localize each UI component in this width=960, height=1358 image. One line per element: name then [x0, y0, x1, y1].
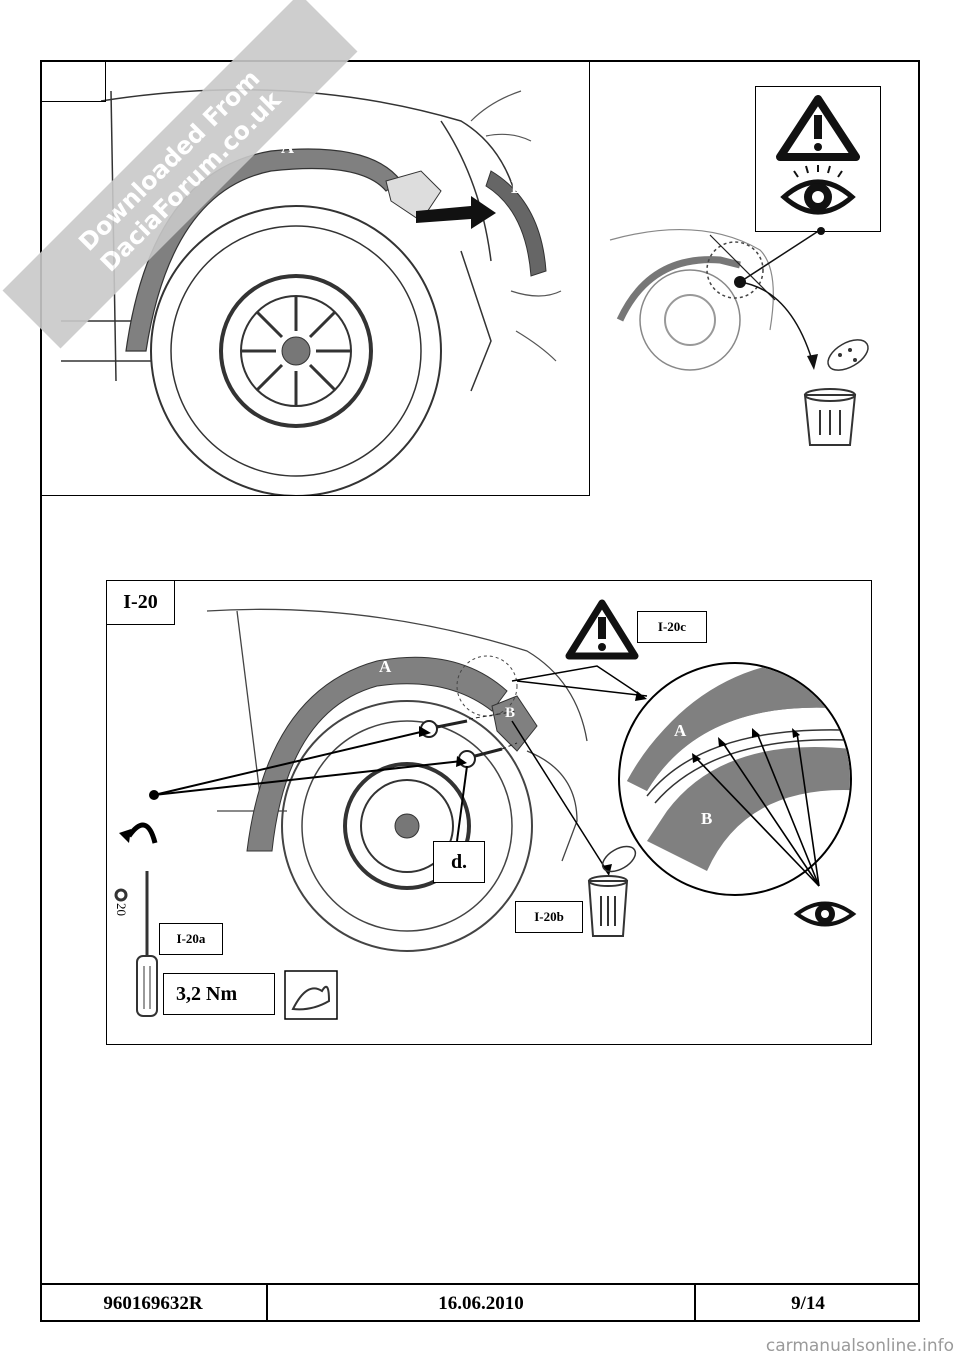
callout-i20c: I-20c: [637, 611, 707, 643]
callout-i20b: I-20b: [515, 901, 583, 933]
eye-icon: [793, 901, 857, 927]
discarded-clip-icon: [601, 845, 637, 873]
torque-value: 3,2 Nm: [163, 973, 275, 1015]
i20-drawing: [114, 599, 857, 1020]
eye-icon: [780, 165, 856, 215]
step-label: d.: [433, 841, 485, 883]
warning-icon: [776, 95, 860, 161]
detail-view: [618, 662, 852, 896]
document-reference: 960169632R: [40, 1285, 268, 1322]
part-a-label: A: [281, 137, 294, 157]
warning-box: [755, 86, 881, 232]
torx-icon: [114, 888, 128, 902]
detail-b-label: B: [701, 809, 713, 828]
figure-i20: I-20 I-20c I-20b I-20a d. 3,2 Nm 20 A B …: [106, 580, 872, 1045]
document-date: 16.06.2010: [268, 1285, 696, 1322]
strength-icon: [284, 970, 338, 1020]
part-b-label: B: [505, 705, 516, 721]
rotation-arrow-icon: [119, 822, 158, 844]
screwdriver-icon: [136, 871, 158, 1017]
torx-size: 20: [114, 903, 129, 916]
top-figure-tab: [40, 60, 106, 102]
overview-drawing: [609, 227, 869, 446]
trash-bin-icon: [587, 875, 629, 937]
part-b-label: B: [511, 177, 524, 197]
figure-title: I-20: [107, 581, 175, 625]
page-number: 9/14: [791, 1292, 825, 1314]
warning-icon: [565, 599, 639, 660]
page-footer: 960169632R 16.06.2010 9/14: [40, 1283, 920, 1322]
page-frame: [40, 60, 920, 1322]
callout-i20a: I-20a: [159, 923, 223, 955]
trash-bin-icon: [803, 388, 857, 446]
part-a-label: A: [379, 657, 392, 676]
discarded-clip-icon: [827, 339, 869, 371]
site-watermark: carmanualsonline.info: [765, 1336, 954, 1356]
detail-a-label: A: [674, 721, 687, 740]
